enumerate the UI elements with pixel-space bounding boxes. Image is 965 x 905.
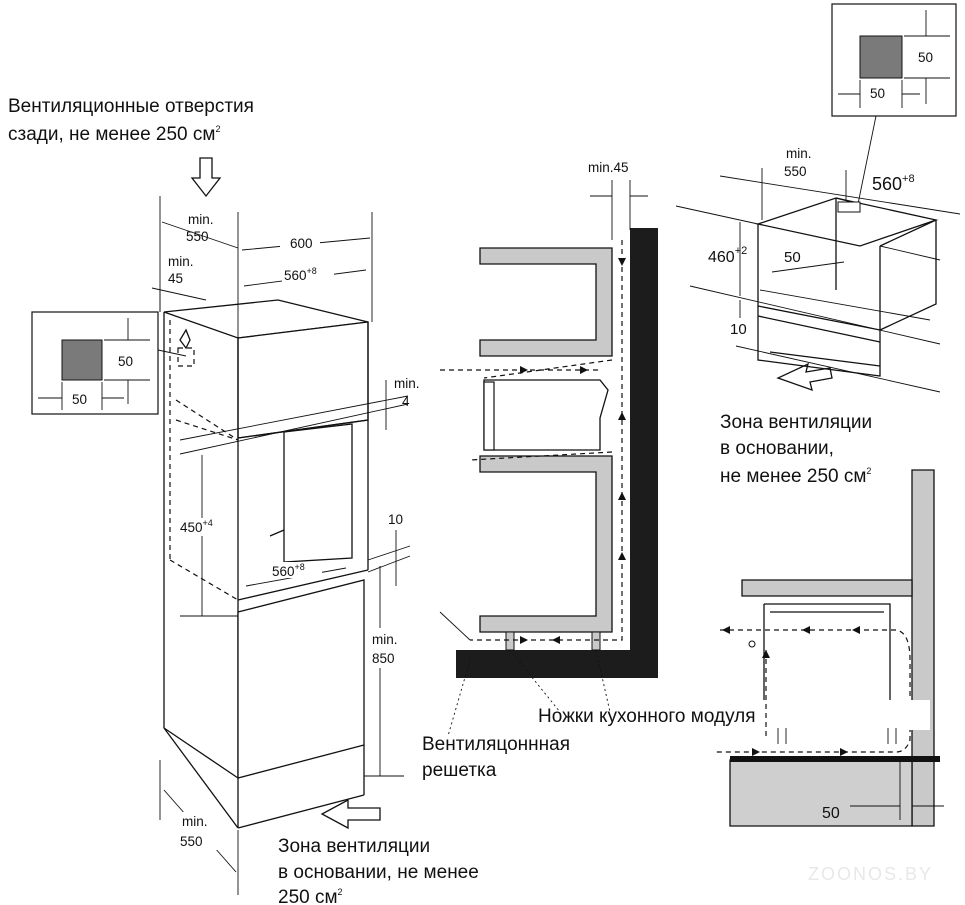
rear-vent-opening: [177, 347, 195, 367]
lower-module-front: [237, 579, 365, 779]
dim-right-560: 560+8: [872, 173, 915, 194]
dim-min45-a: min.: [168, 254, 194, 269]
dim-600: 600: [290, 236, 313, 251]
grille-label-line2: решетка: [422, 760, 497, 781]
airflow-left-arrow-icon: [320, 798, 381, 830]
dim-min850-a: min.: [372, 632, 398, 647]
right-wall-panel: [911, 469, 935, 827]
vent-size-inset-right: 50 50: [831, 3, 957, 205]
grille-label-line1: Вентиляцоннная: [422, 734, 570, 755]
dim-min550-bottom-a: min.: [182, 814, 208, 829]
upper-cabinet-section: [479, 247, 613, 357]
dim-min550-top-a: min.: [188, 212, 214, 227]
right-vent-caption-line2: в основании,: [720, 438, 834, 459]
inset-right-50-vertical: 50: [918, 50, 933, 65]
legs-label: Ножки кухонного модуля: [538, 706, 756, 727]
dim-560-mid: 560+8: [272, 562, 305, 579]
dim-right-min550-a: min.: [786, 146, 812, 161]
tall-cabinet-drawing: Вентиляционные отверстия сзади, не менее…: [8, 96, 479, 905]
inset-right-50-horizontal: 50: [870, 86, 885, 101]
dim-min4-b: 4: [402, 394, 410, 409]
dim-right-460: 460+2: [708, 245, 747, 266]
right-vent-caption-line3: не менее 250 см2: [720, 466, 871, 487]
dim-bottom-right-50: 50: [822, 805, 840, 822]
dim-right-50: 50: [784, 249, 801, 266]
inset-left-50-horizontal: 50: [72, 392, 87, 407]
rear-vent-caption-line2: сзади, не менее 250 см2: [8, 124, 220, 145]
dim-min550-top-b: 550: [186, 229, 209, 244]
dim-min850-b: 850: [372, 651, 395, 666]
countertop: [741, 579, 913, 597]
dim-min550-bottom-b: 550: [180, 834, 203, 849]
dim-min4-a: min.: [394, 376, 420, 391]
under-counter-section-drawing: 50: [716, 469, 944, 827]
airflow-base-arrow-icon: [776, 362, 833, 392]
dim-min45-mid: min.45: [588, 160, 629, 175]
dim-right-10: 10: [730, 321, 747, 338]
dim-right-min550-b: 550: [784, 164, 807, 179]
upper-module-front: [237, 321, 369, 439]
base-vent-caption-line3: 250 см2: [278, 887, 343, 905]
vent-size-inset-left: 50 50: [31, 311, 187, 415]
lower-cabinet-section: [479, 455, 613, 633]
base-vent-caption-line1: Зона вентиляции: [278, 836, 430, 857]
dim-min45-b: 45: [168, 271, 183, 286]
iso-niche-drawing: 50 50 min. 550 560+8 460+2: [675, 3, 961, 487]
watermark: ZOONOS.BY: [808, 864, 933, 884]
wall-section: [456, 228, 658, 678]
right-vent-caption-line1: Зона вентиляции: [720, 412, 872, 433]
dim-10-left: 10: [388, 512, 403, 527]
section-airflow-drawing: min.45: [422, 160, 756, 781]
rear-vent-caption-line1: Вентиляционные отверстия: [8, 96, 254, 117]
inset-left-50-vertical: 50: [118, 354, 133, 369]
airflow-down-arrow-icon: [190, 157, 222, 198]
base-vent-caption-line2: в основании, не менее: [278, 862, 479, 883]
dim-560-top: 560+8: [284, 266, 317, 283]
dim-450: 450+4: [180, 518, 213, 535]
